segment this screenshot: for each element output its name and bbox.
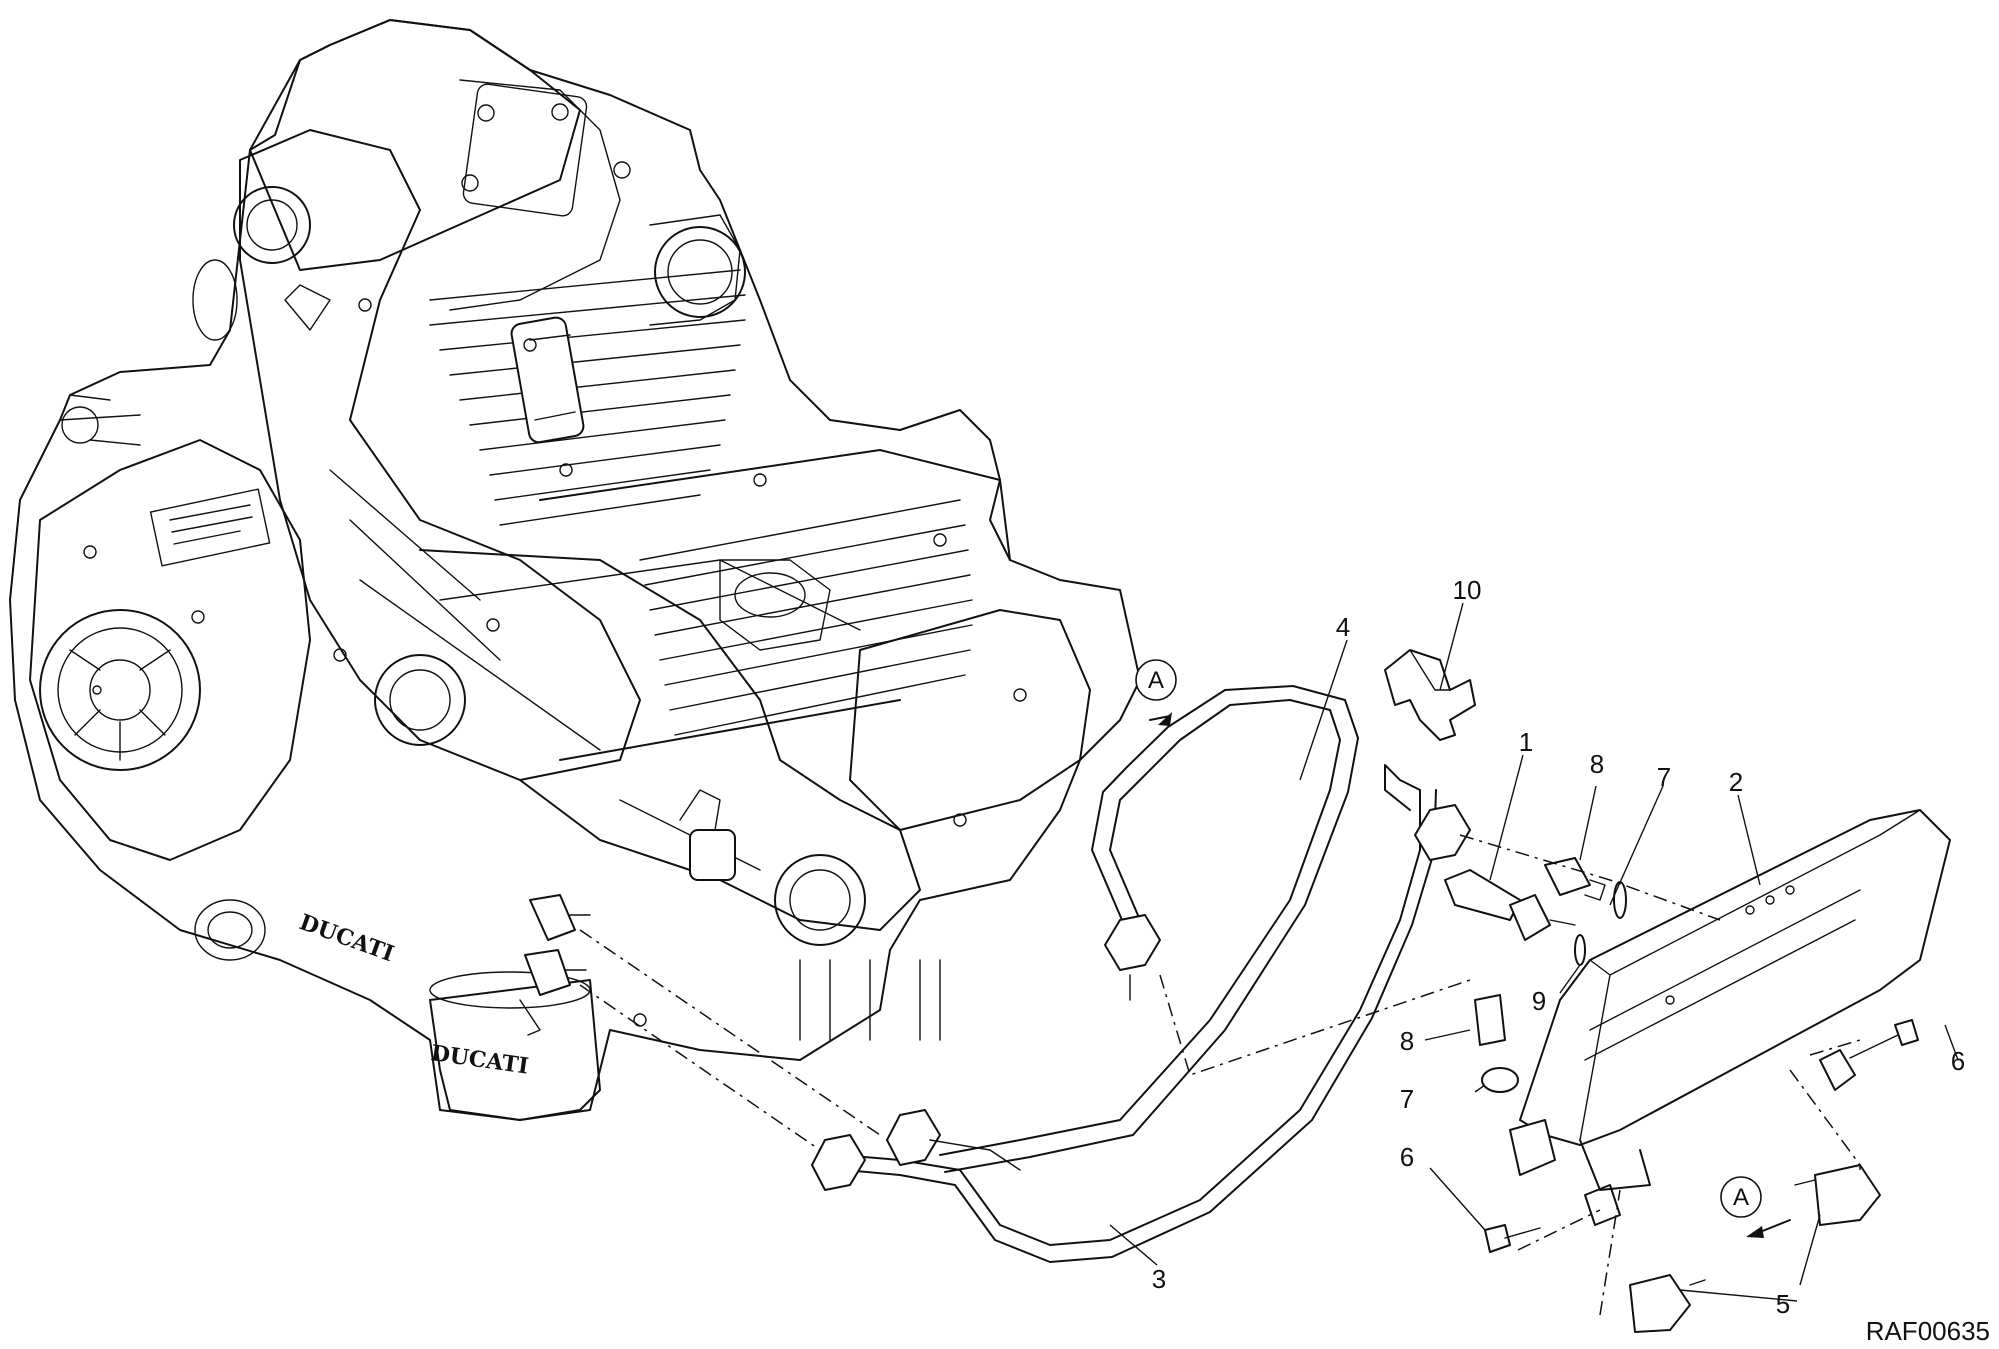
o-ring-9	[1574, 934, 1586, 966]
assembly-lines	[579, 834, 1861, 1316]
callout-7-lower: 7	[1400, 1084, 1414, 1114]
callout-labels: 1 2 3 4 5 6 6 7 7 8 8 9 10	[1152, 575, 1965, 1319]
fitting-8-upper	[1544, 857, 1606, 901]
screw-6-left	[1484, 1224, 1541, 1253]
engine-brand-label: DUCATI	[296, 909, 397, 967]
callout-1: 1	[1519, 727, 1533, 757]
engine-oil-fittings	[519, 894, 591, 1036]
callout-2: 2	[1729, 767, 1743, 797]
hose-clip-10	[1384, 649, 1476, 741]
engine-assembly: DUCATI DUCATI	[9, 19, 1141, 1121]
drawing-code: RAF00635	[1866, 1316, 1990, 1346]
reference-mark-a-lower: A	[1720, 1176, 1791, 1238]
reference-mark-a-upper: A	[1135, 659, 1177, 726]
screw-6-right	[1849, 1019, 1919, 1059]
callout-3: 3	[1152, 1264, 1166, 1294]
sensor-1	[1444, 869, 1576, 941]
callout-10: 10	[1453, 575, 1482, 605]
callout-7-upper: 7	[1657, 762, 1671, 792]
callout-6-left: 6	[1400, 1142, 1414, 1172]
callout-9: 9	[1532, 986, 1546, 1016]
fitting-8-lower	[1474, 994, 1506, 1046]
rubber-mount-5-right	[1794, 1164, 1881, 1226]
reference-mark-a-upper-label: A	[1148, 667, 1164, 694]
callout-8-upper: 8	[1590, 749, 1604, 779]
callout-4: 4	[1336, 612, 1350, 642]
oil-hose-3	[811, 764, 1471, 1263]
oil-filter-brand-label: DUCATI	[429, 1040, 530, 1079]
seal-washer-7-lower	[1481, 1067, 1519, 1093]
rubber-mount-5-left	[1629, 1274, 1706, 1333]
callout-6-right: 6	[1951, 1046, 1965, 1076]
callout-5: 5	[1776, 1289, 1790, 1319]
oil-cooler-2	[1509, 809, 1951, 1226]
seal-washer-7-upper	[1613, 881, 1627, 919]
leader-lines	[1109, 602, 1959, 1302]
reference-mark-a-lower-label: A	[1733, 1184, 1749, 1211]
oil-hose-4	[939, 685, 1359, 1173]
callout-8-lower: 8	[1400, 1026, 1414, 1056]
